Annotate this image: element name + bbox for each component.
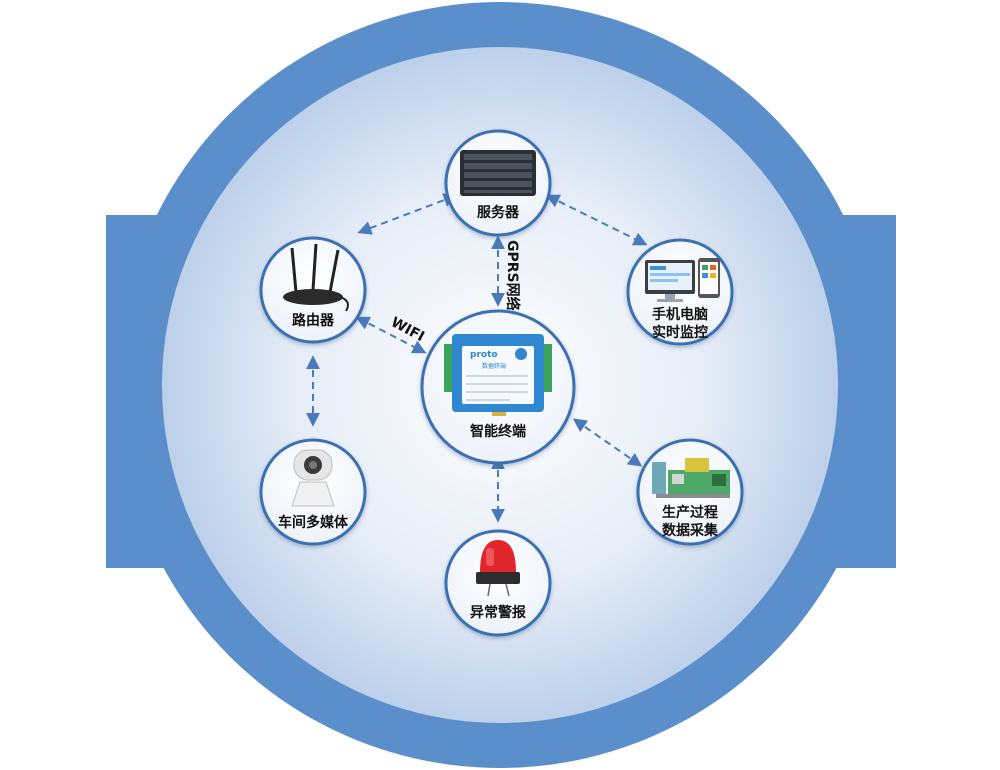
monitor-label-line2: 实时监控: [652, 324, 708, 341]
node-router: 路由器: [259, 236, 367, 344]
device-subtitle: 数据终端: [482, 362, 506, 370]
monitor-label-line1: 手机电脑: [652, 306, 708, 323]
production-label-line2: 数据采集: [662, 522, 719, 539]
alarm-light-icon: [476, 540, 520, 597]
node-terminal: proto 数据终端 智能终端: [420, 309, 576, 465]
production-label-line1: 生产过程: [662, 504, 718, 521]
server-rack-icon: [460, 150, 536, 196]
conn-terminal-production: [572, 418, 643, 467]
device-brand: proto: [470, 350, 498, 360]
server-label: 服务器: [477, 204, 520, 221]
camera-label: 车间多媒体: [278, 514, 349, 531]
connections: [306, 193, 648, 523]
terminal-label: 智能终端: [469, 423, 526, 440]
node-production: 生产过程 数据采集: [636, 438, 744, 546]
camera-icon: [291, 449, 335, 507]
monitor-phone-icon: [645, 258, 720, 302]
node-alarm: 异常警报: [444, 529, 552, 637]
router-icon: [283, 243, 349, 312]
alarm-label: 异常警报: [470, 604, 526, 621]
node-monitor: 手机电脑 实时监控: [626, 238, 734, 346]
node-camera: 车间多媒体: [259, 438, 367, 546]
node-server: 服务器: [444, 129, 552, 237]
router-label: 路由器: [292, 312, 335, 329]
production-machine-icon: [652, 458, 730, 498]
gprs-label: GPRS网络: [504, 240, 521, 311]
conn-router-terminal: [355, 316, 427, 354]
conn-server-monitor: [545, 194, 648, 246]
conn-server-router: [357, 193, 458, 235]
terminal-device-icon: proto 数据终端: [444, 334, 552, 416]
